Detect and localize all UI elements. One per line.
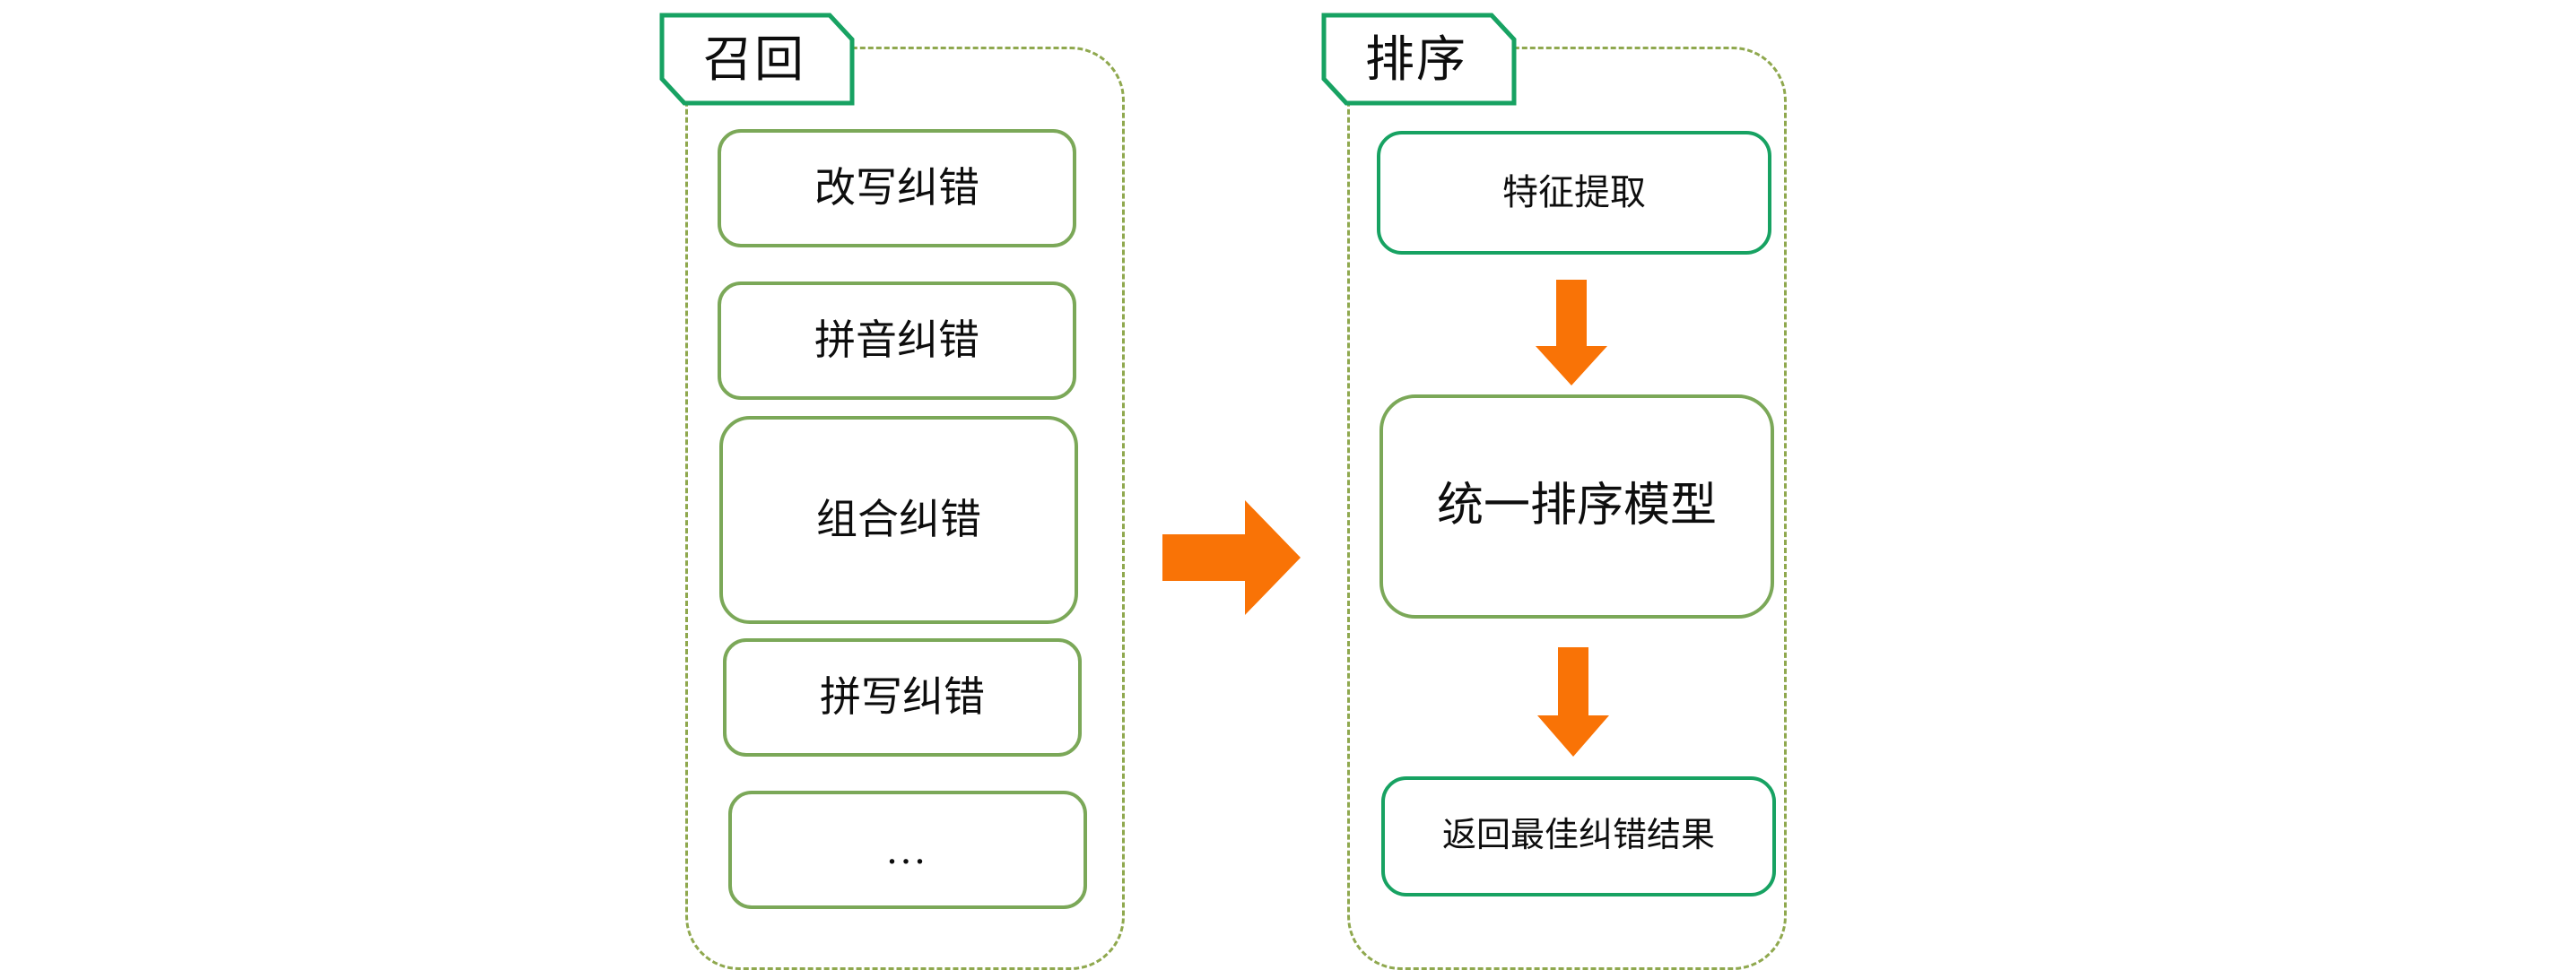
node-more-ellipsis[interactable]: ... — [728, 791, 1087, 909]
node-spelling-correction[interactable]: 拼写纠错 — [723, 638, 1082, 757]
group-banner-recall-label: 召回 — [702, 31, 805, 87]
banner-shape-icon — [1321, 13, 1517, 106]
arrow-right-icon — [1162, 498, 1302, 617]
node-pinyin-correction[interactable]: 拼音纠错 — [718, 281, 1076, 400]
group-banner-recall: 召回 — [659, 13, 855, 106]
node-feature-extraction[interactable]: 特征提取 — [1377, 131, 1771, 255]
banner-shape-icon — [659, 13, 855, 106]
node-combined-correction[interactable]: 组合纠错 — [719, 416, 1078, 624]
group-banner-rank-label: 排序 — [1364, 31, 1467, 87]
node-unified-ranking-model[interactable]: 统一排序模型 — [1379, 394, 1774, 619]
arrow-down-icon — [1536, 647, 1611, 758]
arrow-down-icon — [1534, 280, 1609, 387]
group-banner-rank: 排序 — [1321, 13, 1517, 106]
node-rewrite-correction[interactable]: 改写纠错 — [718, 129, 1076, 247]
node-return-best-result[interactable]: 返回最佳纠错结果 — [1381, 776, 1776, 896]
